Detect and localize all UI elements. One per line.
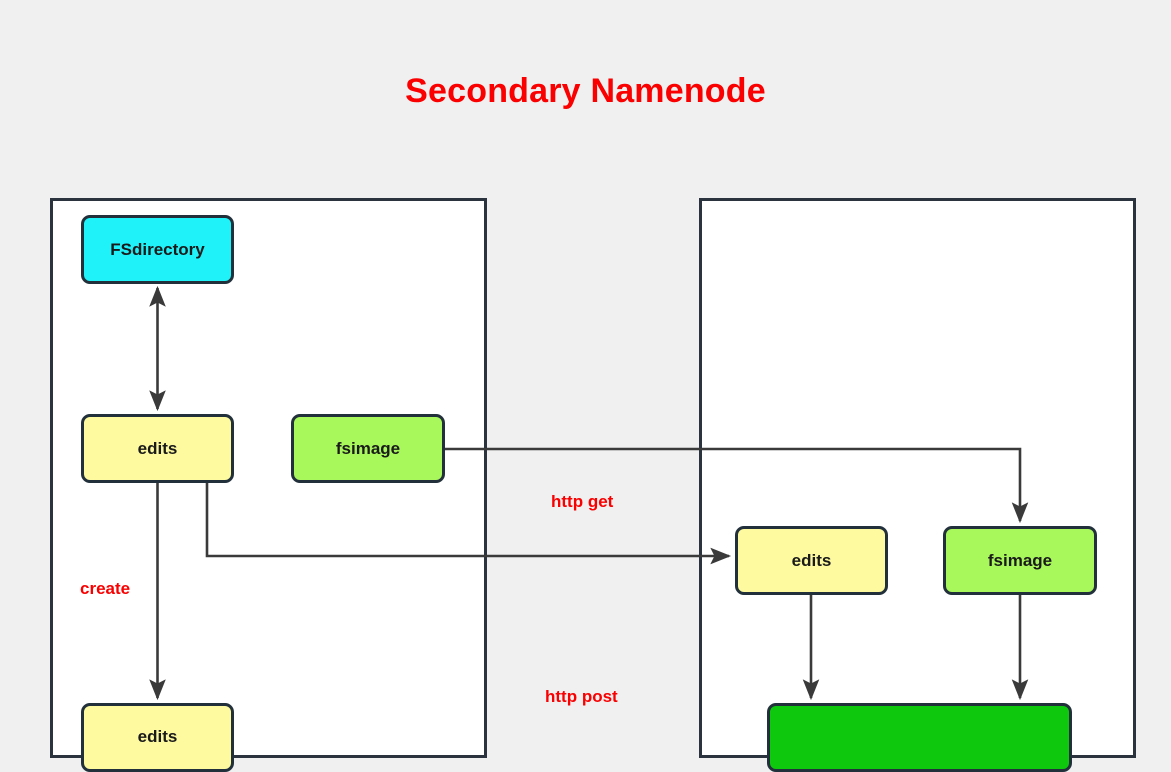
node-edits-right-label: edits — [791, 550, 832, 570]
node-fsdirectory[interactable]: FSdirectory — [81, 215, 234, 284]
edge-label-http-get: http get — [551, 492, 614, 511]
node-fsimage-left[interactable]: fsimage — [291, 414, 445, 483]
edge-label-http-post: http post — [545, 687, 618, 706]
node-fsimage-right-label: fsimage — [987, 550, 1053, 570]
node-edits-left[interactable]: edits — [81, 414, 234, 483]
node-edits-bottom-left[interactable]: edits — [81, 703, 234, 772]
node-edits-bottom-left-label: edits — [137, 727, 178, 746]
page-title: Secondary Namenode — [405, 72, 766, 110]
node-edits-right[interactable]: edits — [735, 526, 888, 595]
node-merged-fsimage[interactable] — [767, 703, 1072, 772]
edge-label-create: create — [80, 579, 131, 598]
diagram-canvas: Secondary Namenode FSdirectory edits — [50, 72, 1136, 772]
node-fsimage-right[interactable]: fsimage — [943, 526, 1097, 595]
node-fsdirectory-label: FSdirectory — [110, 239, 205, 259]
node-edits-left-label: edits — [137, 438, 178, 458]
node-fsimage-left-label: fsimage — [335, 438, 401, 458]
secondary-namenode-panel — [699, 198, 1136, 758]
